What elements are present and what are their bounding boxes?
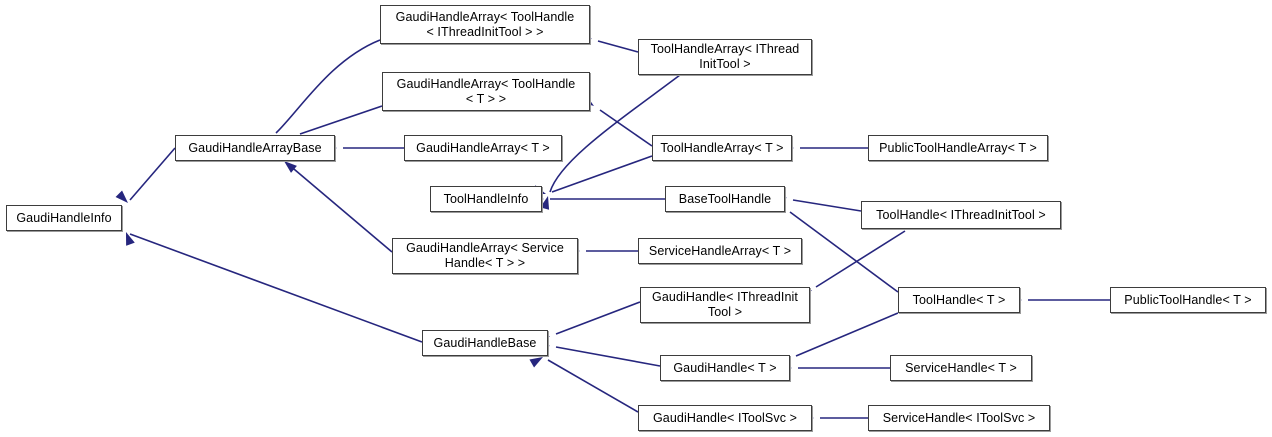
- class-node-gh_t[interactable]: GaudiHandle< T >: [660, 355, 790, 381]
- edge-arrowhead: [126, 232, 135, 246]
- edge-arrowhead: [284, 161, 297, 173]
- class-node-th_t[interactable]: ToolHandle< T >: [898, 287, 1020, 313]
- class-node-sh_t[interactable]: ServiceHandle< T >: [890, 355, 1032, 381]
- inheritance-edge: [789, 211, 899, 293]
- class-node-pth_t[interactable]: PublicToolHandle< T >: [1110, 287, 1266, 313]
- class-node-gh_ithread[interactable]: GaudiHandle< IThreadInit Tool >: [640, 287, 810, 323]
- class-node-tha_t[interactable]: ToolHandleArray< T >: [652, 135, 792, 161]
- inheritance-edge: [551, 155, 653, 193]
- inheritance-edge: [547, 359, 639, 413]
- inheritance-edge: [792, 199, 862, 212]
- inheritance-edge: [555, 346, 661, 367]
- inheritance-edge: [275, 39, 381, 134]
- class-node-tha_ithread[interactable]: ToolHandleArray< IThread InitTool >: [638, 39, 812, 75]
- inheritance-edge: [555, 301, 641, 335]
- inheritance-edge: [129, 147, 176, 201]
- class-node-gha_svc[interactable]: GaudiHandleArray< Service Handle< T > >: [392, 238, 578, 274]
- class-node-gh_itoolsvc[interactable]: GaudiHandle< IToolSvc >: [638, 405, 812, 431]
- class-node-gha_t[interactable]: GaudiHandleArray< T >: [404, 135, 562, 161]
- edge-arrowhead: [115, 190, 128, 203]
- inheritance-edge: [599, 109, 653, 147]
- inheritance-edge: [287, 163, 393, 253]
- inheritance-edge: [299, 105, 383, 135]
- edge-arrowhead: [540, 196, 550, 210]
- inheritance-edge: [129, 233, 423, 343]
- class-node-bth[interactable]: BaseToolHandle: [665, 186, 785, 212]
- class-node-gha_tool_t[interactable]: GaudiHandleArray< ToolHandle < T > >: [382, 72, 590, 111]
- class-node-sha_t[interactable]: ServiceHandleArray< T >: [638, 238, 802, 264]
- inheritance-edge: [795, 312, 899, 357]
- class-node-ghi[interactable]: GaudiHandleInfo: [6, 205, 122, 231]
- class-node-sh_itoolsvc[interactable]: ServiceHandle< IToolSvc >: [868, 405, 1050, 431]
- inheritance-edge: [815, 230, 906, 288]
- inheritance-edge: [549, 74, 681, 193]
- class-node-ptha_t[interactable]: PublicToolHandleArray< T >: [868, 135, 1048, 161]
- inheritance-edge: [597, 40, 639, 53]
- class-node-thi[interactable]: ToolHandleInfo: [430, 186, 542, 212]
- class-node-th_ithread[interactable]: ToolHandle< IThreadInitTool >: [861, 201, 1061, 229]
- class-node-gha_tool_ithread[interactable]: GaudiHandleArray< ToolHandle < IThreadIn…: [380, 5, 590, 44]
- class-node-ghab[interactable]: GaudiHandleArrayBase: [175, 135, 335, 161]
- class-node-ghb[interactable]: GaudiHandleBase: [422, 330, 548, 356]
- edge-arrowhead: [529, 357, 543, 368]
